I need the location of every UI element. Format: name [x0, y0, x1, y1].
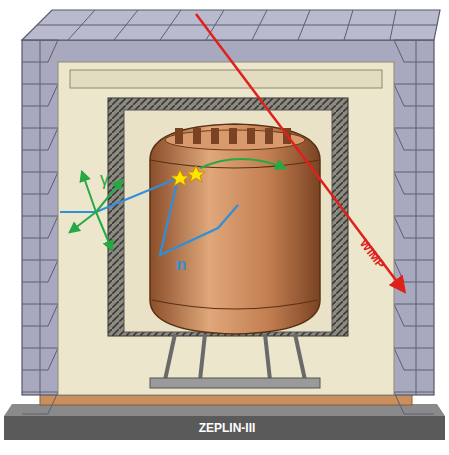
- detector-name: ZEPLIN-III: [199, 422, 256, 434]
- shield-top: [22, 10, 440, 40]
- shield: [22, 40, 434, 395]
- wimp-track: [196, 14, 404, 291]
- base-plate: [4, 416, 445, 440]
- gamma-rays: [70, 159, 285, 250]
- inner-housing: [58, 62, 394, 395]
- neutron-label: n: [176, 256, 186, 273]
- neutron-track: [96, 178, 238, 255]
- flash: [171, 166, 205, 186]
- base-top: [4, 404, 445, 416]
- top-plate: [70, 70, 382, 88]
- gamma-label: γ: [100, 170, 109, 188]
- copper-vessel: [150, 124, 320, 334]
